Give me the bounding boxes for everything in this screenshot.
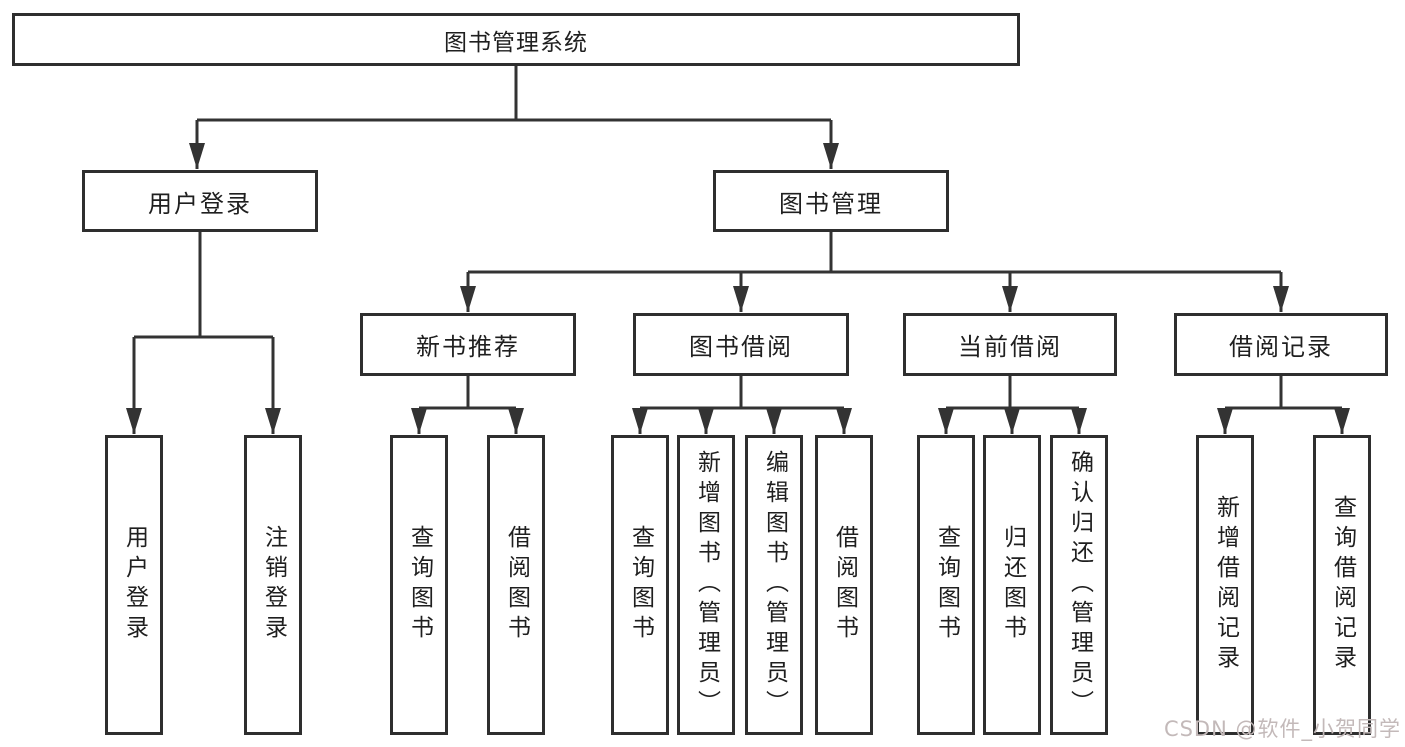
node-leaf-query-books-borrowing-label: 查询图书 (627, 525, 654, 645)
node-leaf-add-borrow-record-label: 新增借阅记录 (1212, 495, 1239, 675)
node-leaf-borrow-books-recommend: 借阅图书 (487, 435, 545, 735)
node-leaf-query-books-recommend-label: 查询图书 (406, 525, 433, 645)
node-leaf-query-books-recommend: 查询图书 (390, 435, 448, 735)
node-borrowing-records-label: 借阅记录 (1229, 333, 1333, 361)
node-leaf-user-login: 用户登录 (105, 435, 163, 735)
node-current-borrowing: 当前借阅 (903, 313, 1117, 376)
node-borrowing-records: 借阅记录 (1174, 313, 1388, 376)
node-user-login: 用户登录 (82, 170, 318, 232)
node-book-borrowing-label: 图书借阅 (689, 333, 793, 361)
node-leaf-edit-book-admin: 编辑图书（管理员） (745, 435, 803, 735)
node-leaf-query-books-current: 查询图书 (917, 435, 975, 735)
node-leaf-borrow-books-borrowing-label: 借阅图书 (831, 525, 858, 645)
node-leaf-query-books-borrowing: 查询图书 (611, 435, 669, 735)
node-new-book-recommendation-label: 新书推荐 (416, 333, 520, 361)
node-leaf-query-books-current-label: 查询图书 (933, 525, 960, 645)
node-leaf-return-book: 归还图书 (983, 435, 1041, 735)
node-leaf-confirm-return-admin: 确认归还（管理员） (1050, 435, 1108, 735)
node-leaf-borrow-books-borrowing: 借阅图书 (815, 435, 873, 735)
node-leaf-logout-label: 注销登录 (260, 525, 287, 645)
node-new-book-recommendation: 新书推荐 (360, 313, 576, 376)
node-leaf-add-book-admin: 新增图书（管理员） (677, 435, 735, 735)
node-book-management-label: 图书管理 (779, 189, 883, 218)
node-leaf-logout: 注销登录 (244, 435, 302, 735)
node-book-borrowing: 图书借阅 (633, 313, 849, 376)
watermark: CSDN @软件_小贺同学 (1163, 717, 1401, 741)
node-leaf-query-borrow-record-label: 查询借阅记录 (1329, 495, 1356, 675)
node-user-login-label: 用户登录 (148, 189, 252, 218)
node-leaf-add-book-admin-label: 新增图书（管理员） (693, 450, 720, 720)
node-leaf-user-login-label: 用户登录 (121, 525, 148, 645)
node-leaf-confirm-return-admin-label: 确认归还（管理员） (1066, 450, 1093, 720)
node-library-system: 图书管理系统 (12, 13, 1020, 66)
node-leaf-borrow-books-recommend-label: 借阅图书 (503, 525, 530, 645)
node-leaf-add-borrow-record: 新增借阅记录 (1196, 435, 1254, 735)
node-leaf-return-book-label: 归还图书 (999, 525, 1026, 645)
node-leaf-query-borrow-record: 查询借阅记录 (1313, 435, 1371, 735)
node-library-system-label: 图书管理系统 (444, 29, 588, 56)
node-leaf-edit-book-admin-label: 编辑图书（管理员） (761, 450, 788, 720)
node-current-borrowing-label: 当前借阅 (958, 333, 1062, 361)
node-book-management: 图书管理 (713, 170, 949, 232)
